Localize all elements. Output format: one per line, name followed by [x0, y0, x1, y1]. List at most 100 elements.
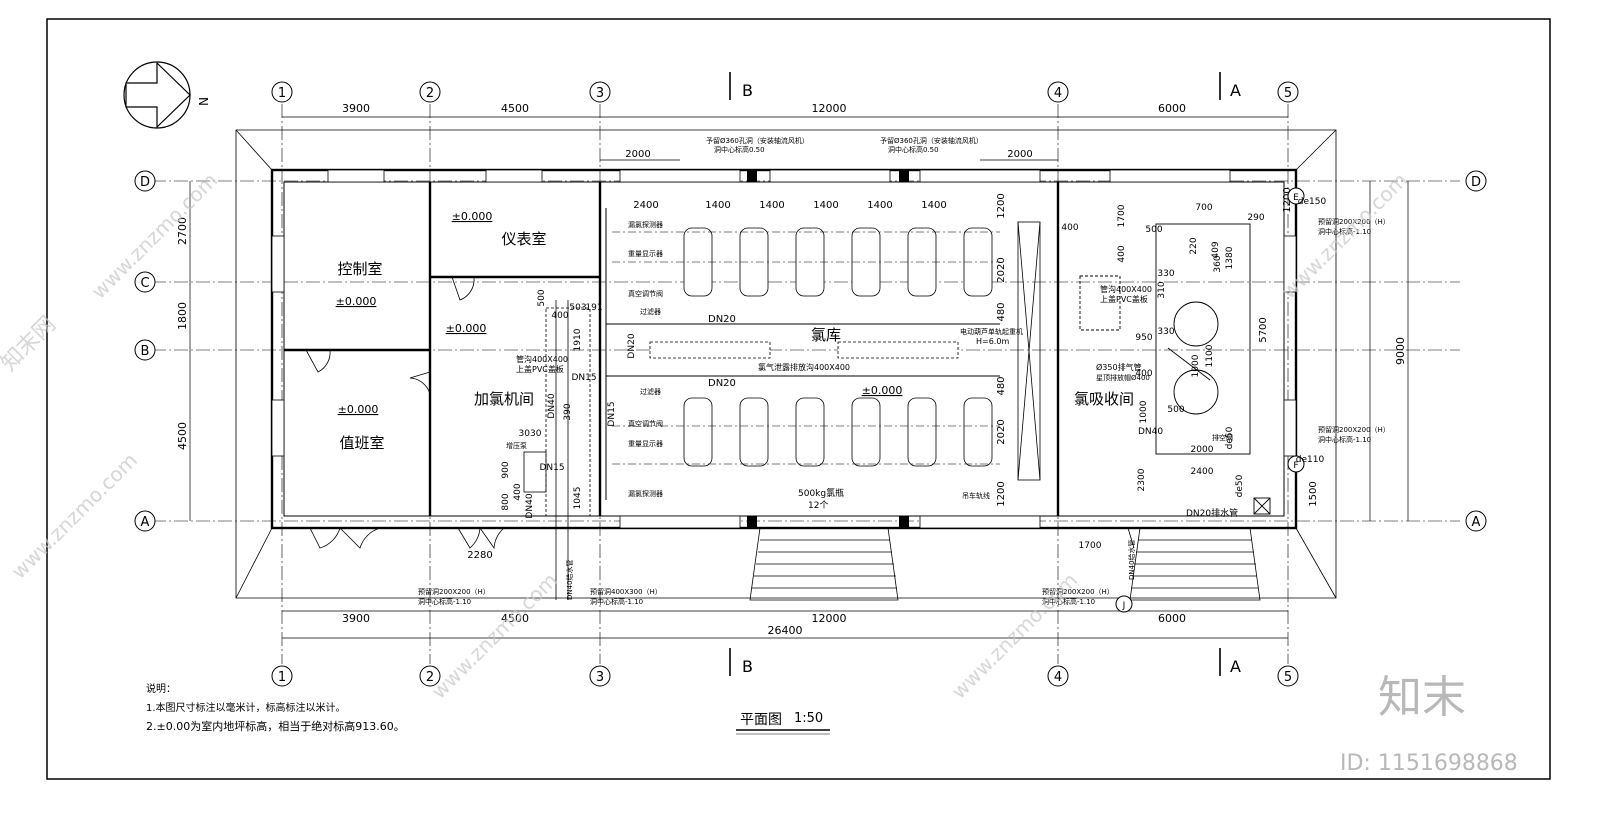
hole-200-4: 预留洞200X200（H） [418, 587, 490, 596]
svg-text:400: 400 [1117, 245, 1127, 262]
absorption-equipment [1079, 223, 1271, 515]
vent-pipe-1: Ø350排气管 [1096, 362, 1142, 372]
dn40-label: DN40 [1138, 427, 1163, 437]
hole-200-2: 预留洞200X200（H） [1318, 425, 1390, 434]
hole-400: 预留洞400X300（H） [590, 587, 662, 596]
svg-text:360: 360 [1213, 255, 1223, 272]
windows [271, 169, 1297, 529]
svg-text:3030: 3030 [519, 429, 542, 439]
rail-label: 吊车轨线 [962, 491, 990, 500]
room-meter-name: 仪表室 [501, 230, 546, 248]
pump-label: 增压泵 [506, 441, 527, 450]
svg-text:500: 500 [1167, 405, 1184, 415]
svg-text:1700: 1700 [1079, 541, 1102, 551]
dim-top-4: 6000 [1158, 102, 1186, 115]
dim-right-seg-2: 5700 [1258, 317, 1269, 342]
svg-text:310: 310 [1157, 281, 1167, 298]
svg-text:1380: 1380 [1225, 246, 1235, 269]
chlorine-cylinders [683, 227, 993, 467]
room-dosing-elevation: ±0.000 [446, 322, 487, 335]
circled-markers: E F J [1115, 187, 1305, 613]
axis-2-bottom: 2 [426, 670, 434, 685]
svg-text:1200: 1200 [996, 481, 1007, 506]
drawing-title: 平面图 1:50 [736, 711, 830, 735]
brand-logo-text: 知末 [1378, 672, 1466, 723]
dim-bottom-3: 12000 [812, 612, 847, 625]
svg-text:1200: 1200 [996, 193, 1007, 218]
chlorine-room-dimensions: 2400 1400 1400 1400 1400 1400 1200 2020 … [633, 193, 1007, 506]
axis-b-left: B [141, 344, 150, 359]
svg-text:de50: de50 [1235, 474, 1245, 497]
svg-text:2300: 2300 [1137, 468, 1147, 491]
marker-j: J [1122, 601, 1126, 611]
vacuum-valve-label-1: 真空调节阀 [628, 289, 663, 298]
dosing-room-dimensions: 500 400 503 191 1910 390 3030 900 800 40… [467, 289, 637, 561]
hoist-label: 电动葫芦单轨起重机 [960, 327, 1023, 336]
section-b-bottom: B [742, 657, 753, 676]
axis-1-top: 1 [278, 86, 286, 101]
dim-total: 26400 [768, 624, 803, 637]
fan-right-note-1: 予留Ø360孔洞（安装轴流风机） [880, 136, 983, 145]
fan-left-note-2: 洞中心标高0.50 [714, 145, 765, 154]
cylinder-center-lines [612, 231, 1000, 465]
brand-logo: 知末 ID: 1151698868 [1340, 672, 1518, 776]
pipe-trench-absorb-2: 上盖PVC盖板 [1100, 294, 1148, 304]
section-a-top: A [1230, 81, 1241, 100]
svg-text:2280: 2280 [467, 550, 492, 561]
svg-text:800: 800 [501, 493, 511, 510]
svg-text:900: 900 [501, 461, 511, 478]
stairs [749, 527, 1261, 601]
vent-pipe-2: 星顶排放帽Ø400 [1096, 373, 1150, 382]
watermark-url-2: www.znzmo.com [7, 448, 143, 584]
process-pipes [605, 208, 1000, 500]
pipe-trench-dosing-2: 上盖PVC盖板 [516, 364, 564, 374]
svg-text:de150: de150 [1298, 197, 1327, 207]
room-control-name: 控制室 [337, 260, 382, 278]
dim-right-seg-3: 1500 [1308, 481, 1319, 506]
dn40-supply-label: DN40给水管 [1127, 539, 1136, 580]
hoist-height: H=6.0m [976, 337, 1009, 346]
dn20-drain-label: DN20排水管 [1186, 507, 1238, 519]
image-id: ID: 1151698868 [1340, 751, 1518, 776]
notes-heading: 说明： [146, 682, 176, 695]
hole-200-1: 预留洞200X200（H） [1318, 217, 1390, 226]
svg-text:400: 400 [551, 311, 568, 321]
trench-label: 氯气泄露排放沟400X400 [758, 362, 850, 372]
axis-d-right: D [1471, 175, 1481, 190]
svg-text:1045: 1045 [573, 487, 583, 510]
leak-detector-label-1: 漏氯探测器 [628, 220, 663, 229]
svg-text:2400: 2400 [1191, 467, 1214, 477]
fan-right-note-2: 洞中心标高0.50 [888, 145, 939, 154]
roof-outline [235, 129, 1337, 599]
dim-left-1: 2700 [176, 217, 189, 245]
dim-right-seg-1: 1200 [1282, 187, 1293, 212]
svg-text:330: 330 [1157, 327, 1174, 337]
room-control-elevation: ±0.000 [336, 295, 377, 308]
dosing-equipment [523, 300, 591, 600]
svg-text:DN15: DN15 [539, 463, 564, 473]
svg-text:220: 220 [1189, 237, 1199, 254]
hole-200-1b: 洞中心标高-1.10 [1318, 227, 1371, 236]
grid-lines [152, 104, 1460, 664]
svg-text:1400: 1400 [813, 200, 838, 211]
svg-text:480: 480 [996, 302, 1007, 321]
columns [747, 170, 909, 528]
svg-text:191: 191 [585, 303, 602, 313]
vacuum-valve-label-2: 真空调节阀 [628, 419, 663, 428]
axis-5-top: 5 [1284, 86, 1292, 101]
hole-400b: 洞中心标高-1.10 [590, 597, 643, 606]
pipe-dn20-1: DN20 [708, 314, 736, 325]
room-dosing-name: 加氯机间 [474, 390, 534, 408]
drawing-title-text: 平面图 [740, 712, 782, 728]
dn40-feed-label: DN40给水管 [565, 559, 574, 600]
svg-text:DN40: DN40 [547, 393, 557, 418]
svg-text:390: 390 [563, 403, 573, 420]
svg-text:950: 950 [1135, 333, 1152, 343]
trench [649, 341, 959, 359]
hole-200-2b: 洞中心标高-1.10 [1318, 435, 1371, 444]
notes-line-1: 1.本图尺寸标注以毫米计，标高标注以米计。 [146, 701, 346, 714]
svg-text:1400: 1400 [759, 200, 784, 211]
drain-valve-label: 排空阀 [1212, 433, 1233, 442]
pipe-trench-absorb-1: 管沟400X400 [1100, 284, 1152, 294]
drawing-frame [46, 18, 1551, 780]
